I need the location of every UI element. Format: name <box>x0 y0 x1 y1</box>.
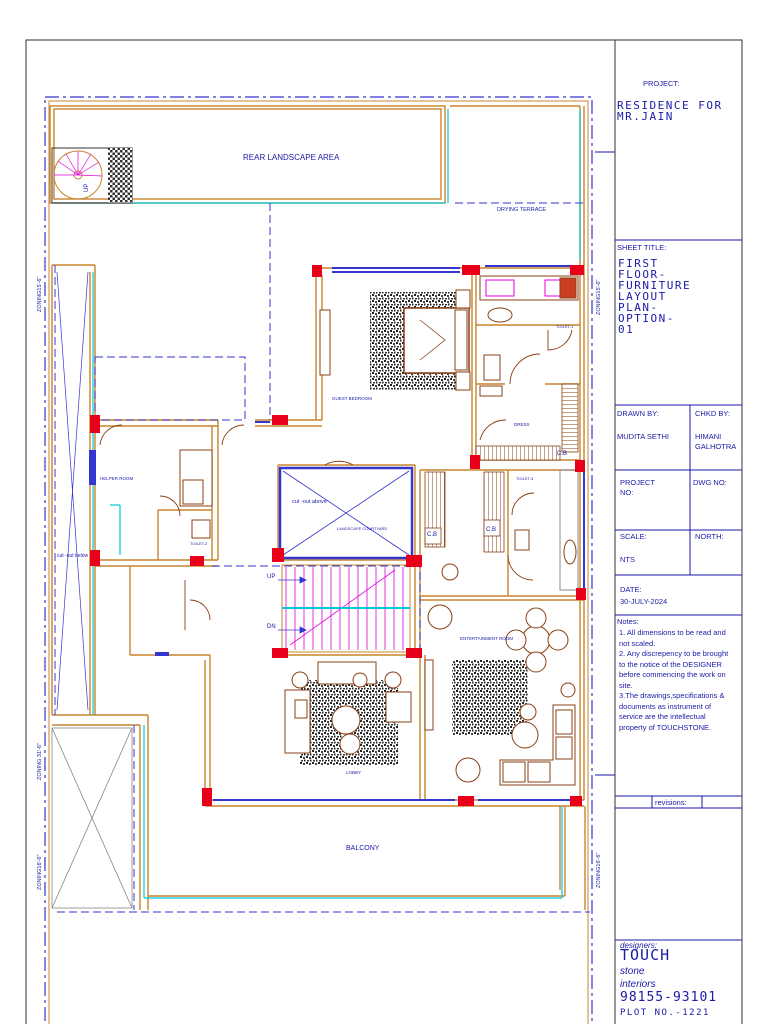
drawn-by-value: MUDITA SETHI <box>617 432 669 441</box>
designer-name-3: interiors <box>620 979 656 990</box>
north-label: NORTH: <box>695 532 724 541</box>
sheet-border <box>25 39 743 1024</box>
scale-label: SCALE: <box>620 532 647 541</box>
zoning-right-top: ZONING15'-6" <box>596 280 602 315</box>
guest-bedroom-label: GUEST BEDROOM <box>332 396 372 401</box>
checked-by-value: HIMANI GALHOTRA <box>695 432 737 451</box>
lobby-label: LOBBY <box>346 770 361 775</box>
zoning-labels: ZONING15'-6" ZONING 31'-6" ZONING16'-6" … <box>37 277 602 890</box>
stair-arrows <box>278 576 307 634</box>
balcony-cutout <box>51 727 133 909</box>
landscape-courtyard-label: LANDSCAPE COURTYARD <box>337 526 387 531</box>
dashed-overhead-lines <box>54 202 590 913</box>
spiral-stair <box>51 147 133 204</box>
courtyard-cutout <box>278 466 414 560</box>
helper-details <box>155 652 169 656</box>
helper-room-label: HELPER ROOM <box>100 476 134 481</box>
room-labels: REAR LANDSCAPE AREA DRYING TERRACE GUEST… <box>57 153 574 852</box>
balcony-label: BALCONY <box>346 845 380 852</box>
dwg-no-label: DWG NO: <box>693 478 727 487</box>
stair-down-label: DN <box>267 624 276 630</box>
designer-label: designers: <box>620 941 657 950</box>
designer-name-1: TOUCH <box>620 946 671 964</box>
left-cutout <box>56 271 89 711</box>
entertainment-furniture <box>424 604 576 786</box>
drying-terrace-label: DRYING TERRACE <box>497 207 546 213</box>
rear-landscape-label: REAR LANDSCAPE AREA <box>243 153 340 162</box>
cb-label-2: C.B <box>486 527 496 533</box>
toilet-3-label: TOILET-3 <box>516 476 534 481</box>
title-block-grid <box>595 151 742 941</box>
doors <box>99 329 573 630</box>
lobby-furniture <box>284 661 412 765</box>
project-name: RESIDENCE FOR MR.JAIN <box>617 99 723 123</box>
dress-label: DRESS <box>514 422 530 427</box>
cb-label-3: C.B <box>557 451 567 457</box>
toilet-1-fixtures <box>479 275 579 397</box>
helper-room-furniture <box>90 449 213 539</box>
cut-out-below-label: cut -out below <box>57 553 89 559</box>
scale-value: NTS <box>620 555 635 564</box>
date-label: DATE: <box>620 585 642 594</box>
stair-up-label: UP <box>267 574 275 580</box>
zoning-left-bot: ZONING16'-6" <box>37 855 43 890</box>
spiral-up-label: UP <box>84 184 90 192</box>
checked-by-label: CHKD BY: <box>695 409 731 418</box>
toilet-3-fixtures <box>514 469 579 591</box>
date-value: 30-JULY-2024 <box>620 597 668 606</box>
notes-label: Notes: <box>617 617 639 626</box>
walls <box>49 105 586 910</box>
drawn-by-label: DRAWN BY: <box>617 409 659 418</box>
sheet-title: FIRST FLOOR- FURNITURE LAYOUT PLAN- OPTI… <box>618 257 692 336</box>
cut-out-above-label: cut -out above <box>292 499 327 505</box>
toilet-1-label: TOILET-1 <box>556 324 574 329</box>
dress-wardrobes <box>475 383 579 461</box>
zoning-left-mid: ZONING 31'-6" <box>37 743 43 780</box>
railings <box>54 109 581 899</box>
phone-number: 98155-93101 <box>620 990 718 1005</box>
plot-number: PLOT NO.-1221 <box>620 1008 710 1018</box>
revisions-label: revisions: <box>655 798 687 807</box>
project-label: PROJECT: <box>643 79 680 88</box>
zoning-left-top: ZONING15'-6" <box>37 277 43 312</box>
notes-text: 1. All dimensions to be read and not sca… <box>619 628 729 732</box>
designer-name-2: stone <box>620 966 645 977</box>
project-no-label: PROJECT NO: <box>620 478 655 497</box>
windows <box>89 265 585 801</box>
main-stair <box>281 564 411 653</box>
columns <box>90 265 586 806</box>
plot-boundary <box>44 96 593 1024</box>
sheet-title-label: SHEET TITLE: <box>617 243 667 252</box>
cb-label-1: C.B <box>427 532 437 538</box>
guest-bed-group <box>319 289 471 391</box>
toilet-2-label: TOILET-2 <box>190 541 208 546</box>
zoning-right-bot: ZONING16'-6" <box>596 853 602 888</box>
cb-wardrobes <box>424 471 505 581</box>
entertainment-room-label: ENTERTAINMENT ROOM <box>460 636 513 641</box>
